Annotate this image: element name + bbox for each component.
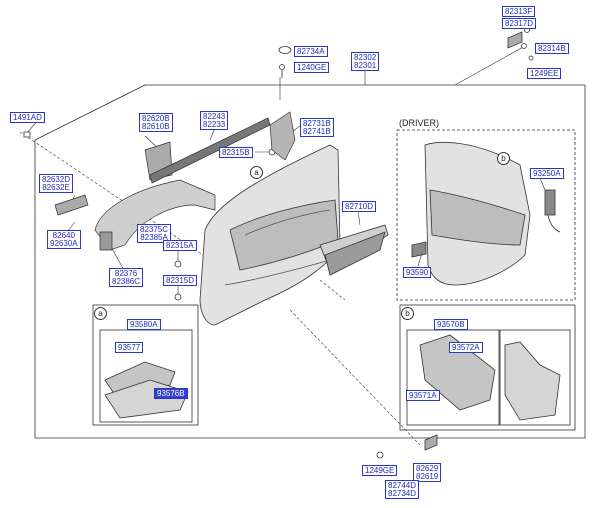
part-label-82315A[interactable]: 82315A — [163, 240, 197, 251]
door-trim-panel — [199, 144, 389, 326]
detail-b-tag: b — [401, 307, 414, 320]
part-label-1240GE[interactable]: 1240GE — [294, 62, 330, 73]
marker-a: a — [250, 166, 263, 179]
part-label-93577[interactable]: 93577 — [115, 342, 144, 353]
detail-a-box — [92, 304, 199, 426]
driver-detail-box — [396, 129, 576, 301]
part-label-93571A[interactable]: 93571A — [406, 390, 440, 401]
part-label-82315B[interactable]: 82315B — [219, 147, 253, 158]
detail-b-box — [399, 304, 576, 431]
part-label-93570B[interactable]: 93570B — [434, 319, 468, 330]
part-label-1249EE[interactable]: 1249EE — [527, 68, 562, 79]
part-label-82734A[interactable]: 82734A — [294, 46, 328, 57]
part-label-1249GE[interactable]: 1249GE — [362, 465, 398, 476]
driver-caption: (DRIVER) — [399, 118, 439, 128]
part-label-93590[interactable]: 93590 — [403, 267, 432, 278]
switch-assemblies — [104, 334, 561, 421]
main-frame — [34, 84, 586, 439]
part-label-1491AD[interactable]: 1491AD — [10, 112, 45, 123]
part-label-82710D[interactable]: 82710D — [342, 201, 377, 212]
detail-a-tag: a — [94, 307, 107, 320]
part-label-82313F[interactable]: 82313F — [502, 6, 536, 17]
marker-b: b — [497, 152, 510, 165]
part-label-82315D[interactable]: 82315D — [163, 275, 198, 286]
part-label-82317D[interactable]: 82317D — [502, 18, 537, 29]
part-label-93572A[interactable]: 93572A — [449, 342, 483, 353]
part-label-93576B[interactable]: 93576B — [154, 388, 188, 399]
part-label-93250A[interactable]: 93250A — [530, 168, 564, 179]
part-label-93580A[interactable]: 93580A — [127, 319, 161, 330]
part-label-82314B[interactable]: 82314B — [535, 43, 569, 54]
driver-door-trim — [411, 31, 561, 451]
